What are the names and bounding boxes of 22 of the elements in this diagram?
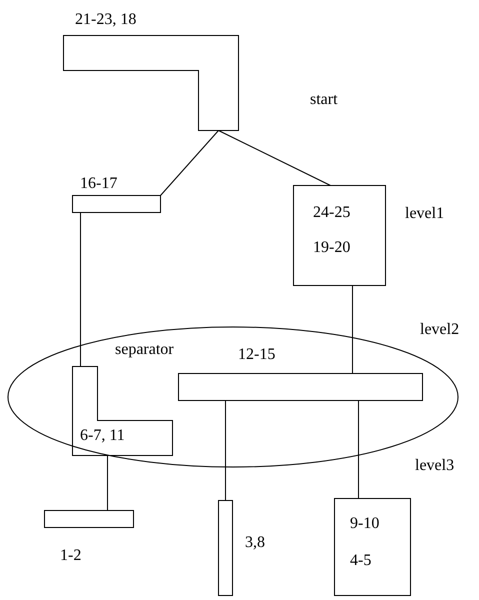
node-label: 21-23, 18 [75, 12, 136, 28]
connector-line [358, 400, 359, 499]
connector-line [218, 130, 331, 186]
node-label: separator [115, 342, 174, 358]
node-label: 3,8 [245, 535, 265, 551]
node-label: 12-15 [238, 347, 276, 363]
node-label: 9-10 [350, 516, 380, 532]
level-label: level2 [420, 322, 460, 338]
node-label: 6-7, 11 [80, 428, 125, 444]
connector-line [352, 285, 353, 374]
node-label: 19-20 [313, 240, 350, 256]
node-label: 16-17 [80, 176, 118, 192]
connector-line [107, 455, 108, 511]
level-label: start [310, 92, 338, 108]
node-label: 24-25 [313, 205, 350, 221]
level-label: level3 [415, 458, 454, 474]
node-label: 1-2 [60, 548, 82, 564]
node-label: 4-5 [350, 553, 372, 569]
connector-line [225, 400, 226, 501]
connector-line [160, 130, 219, 196]
connector-line [80, 212, 81, 367]
level-label: level1 [405, 206, 444, 222]
